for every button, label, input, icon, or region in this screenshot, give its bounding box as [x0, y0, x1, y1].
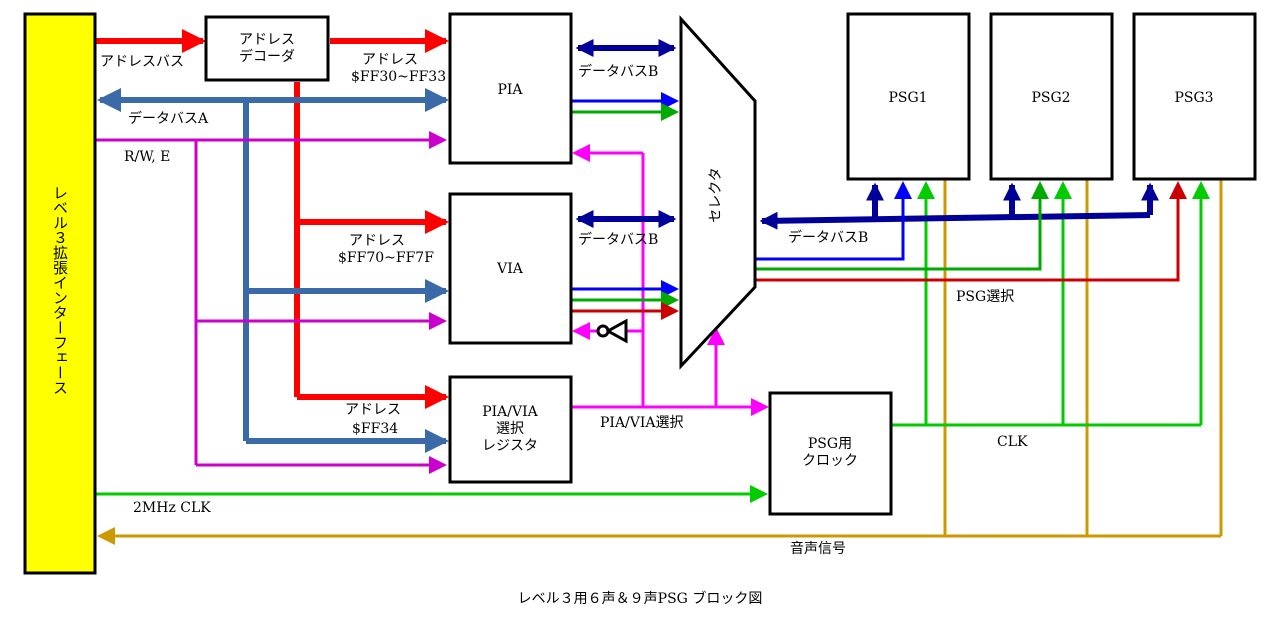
psg-databus-b-label: データバスB — [788, 229, 868, 246]
psg1-block — [846, 12, 971, 181]
psg-clk-lines — [892, 181, 1210, 427]
psg-clock-block — [768, 391, 893, 516]
via-databus-b-label: データバスB — [578, 231, 658, 248]
pia-block — [448, 12, 573, 165]
clk-2mhz-label: 2MHz CLK — [133, 500, 211, 516]
databus-a-label: データバスA — [128, 110, 209, 127]
register-address-label-2: $FF34 — [352, 421, 398, 437]
via-address-label-2: $FF70~FF7F — [338, 250, 434, 266]
decoder-label-2: デコーダ — [239, 48, 295, 65]
via-label: VIA — [496, 261, 524, 277]
decoder-label-1: アドレス — [239, 32, 295, 48]
psg3-block — [1132, 12, 1257, 181]
diagram-caption: レベル３用６声＆９声PSG ブロック図 — [518, 590, 763, 607]
register-label-2: 選択 — [496, 421, 524, 437]
psg1-label: PSG1 — [888, 90, 927, 106]
pia-via-select-lines — [572, 144, 769, 416]
via-block — [448, 192, 573, 345]
clk-label: CLK — [997, 434, 1028, 450]
sound-signal-lines — [97, 180, 1223, 545]
pia-label: PIA — [497, 82, 523, 98]
pia-control-lines — [572, 92, 679, 121]
psg-databus-b — [759, 182, 1159, 230]
address-decoder-block — [204, 15, 330, 82]
pia-via-select-label: PIA/VIA選択 — [600, 415, 684, 431]
clock-label-2: クロック — [802, 453, 858, 469]
pia-address-label-1: アドレス — [362, 52, 418, 68]
databus-b-pia-via — [575, 39, 677, 228]
via-address-label-1: アドレス — [349, 233, 405, 249]
address-bus-label: アドレスバス — [100, 54, 184, 70]
via-control-lines — [572, 280, 679, 320]
interface-block — [23, 12, 97, 575]
psg-select-lines — [756, 181, 1187, 282]
address-lines — [96, 29, 449, 409]
register-label-1: PIA/VIA — [482, 404, 538, 420]
psg2-label: PSG2 — [1031, 90, 1070, 106]
pia-via-select-register-block — [448, 375, 573, 484]
clock-label-1: PSG用 — [808, 436, 852, 452]
rw-e-lines — [96, 131, 447, 474]
databus-a-lines — [97, 88, 449, 453]
inverter-symbol — [596, 318, 628, 344]
register-address-label-1: アドレス — [345, 402, 401, 418]
psg-select-label: PSG選択 — [956, 289, 1014, 305]
selector-block — [679, 15, 757, 370]
pia-address-label-2: $FF30~FF33 — [351, 69, 446, 85]
psg2-block — [989, 12, 1114, 181]
selector-label: セレクタ — [708, 167, 724, 222]
interface-label: レベル３拡張インターフェース — [51, 185, 69, 395]
pia-databus-b-label: データバスB — [578, 63, 658, 80]
psg3-label: PSG3 — [1174, 90, 1213, 106]
sound-signal-label: 音声信号 — [790, 540, 846, 557]
rw-e-label: R/W, E — [124, 149, 170, 165]
register-label-3: レジスタ — [482, 438, 538, 454]
